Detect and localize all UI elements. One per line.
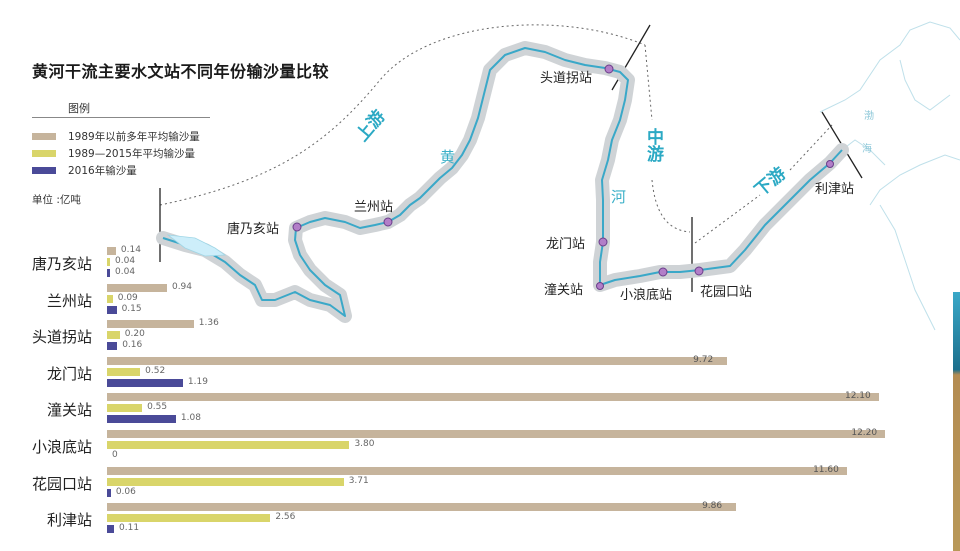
bar-value-label: 0.16 — [122, 340, 143, 351]
bar-value-label: 0.06 — [115, 486, 136, 497]
legend-title: 图例 — [68, 102, 90, 115]
map-label-toudaoguai: 头道拐站 — [540, 71, 593, 86]
bar-value-label: 0.11 — [119, 523, 140, 534]
bar-series-0 — [107, 283, 167, 292]
chart-title: 黄河干流主要水文站不同年份输沙量比较 — [32, 62, 330, 81]
map-label-tongguan: 潼关站 — [544, 283, 584, 298]
bar-series-0 — [107, 356, 728, 365]
edge-photo-strip — [953, 292, 960, 551]
bar-series-2 — [107, 415, 176, 424]
category-label: 兰州站 — [46, 291, 92, 310]
legend-swatch — [32, 133, 56, 140]
bar-series-1 — [107, 258, 110, 266]
bar-series-1 — [107, 441, 350, 449]
sea-char-hai: 海 — [862, 144, 872, 155]
bar-value-label: 11.60 — [813, 464, 839, 475]
bar-series-1 — [107, 477, 344, 486]
unit-label: 单位 :亿吨 — [32, 194, 81, 206]
bar-value-label: 0.55 — [147, 402, 168, 413]
yellow-river-line — [162, 47, 843, 317]
bar-value-label: 0.14 — [120, 245, 141, 255]
bar-value-label: 0.20 — [124, 329, 145, 340]
bar-series-2 — [107, 342, 118, 351]
region-boundaries — [159, 24, 833, 244]
map-label-longmen: 龙门站 — [546, 237, 586, 252]
bar-series-1 — [107, 294, 113, 303]
bar-series-0 — [107, 466, 848, 475]
source-lakes — [166, 234, 227, 257]
bar-series-1 — [107, 514, 271, 523]
sea-char-bo: 渤 — [864, 111, 874, 122]
bar-value-label: 3.71 — [348, 475, 369, 486]
station-markers — [292, 64, 834, 290]
legend-label: 1989年以前多年平均输沙量 — [68, 131, 200, 143]
legend-item-pre1989: 1989年以前多年平均输沙量 — [32, 129, 200, 144]
category-label: 龙门站 — [46, 364, 92, 383]
bar-series-1 — [107, 367, 141, 376]
region-label-middle: 中游 — [643, 128, 663, 162]
bar-series-2 — [107, 269, 110, 277]
map-label-huayuankou: 花园口站 — [700, 285, 753, 300]
bar-series-0 — [107, 247, 116, 255]
river-char-he: 河 — [611, 188, 627, 206]
legend-divider — [32, 117, 210, 118]
bar-value-label: 9.86 — [702, 501, 723, 512]
river-char-huang: 黄 — [440, 148, 456, 166]
bar-value-label: 0.04 — [115, 267, 136, 277]
bar-value-label: 0 — [112, 450, 118, 460]
bar-series-1 — [107, 404, 143, 413]
bar-series-2 — [107, 488, 111, 497]
bar-value-label: 0.52 — [145, 365, 166, 376]
bar-value-label: 2.56 — [275, 512, 296, 523]
category-label: 花园口站 — [31, 474, 92, 493]
bar-series-2 — [107, 305, 117, 314]
bar-series-2 — [107, 525, 115, 534]
category-label: 利津站 — [46, 511, 92, 530]
bar-value-label: 0.94 — [171, 281, 193, 292]
legend-item-1989-2015: 1989—2015年平均输沙量 — [32, 146, 195, 161]
bar-value-label: 0.04 — [115, 256, 136, 266]
bar-value-label: 0.09 — [117, 292, 138, 303]
category-label: 潼关站 — [46, 401, 92, 420]
bar-value-label: 3.80 — [354, 439, 375, 449]
bar-value-label: 12.20 — [851, 428, 878, 438]
map-label-tangnaihai: 唐乃亥站 — [227, 222, 280, 237]
map-label-lanzhou: 兰州站 — [354, 200, 394, 215]
legend-swatch — [32, 150, 56, 157]
category-label: 唐乃亥站 — [31, 255, 92, 273]
river-halo — [156, 41, 849, 323]
bohai-coastline — [819, 21, 960, 331]
bar-series-0 — [107, 320, 194, 329]
bar-series-1 — [107, 331, 120, 340]
bar-value-label: 12.10 — [844, 391, 871, 402]
legend-item-2016: 2016年输沙量 — [32, 163, 137, 178]
bar-value-label: 1.19 — [187, 376, 208, 387]
bar-value-label: 0.15 — [121, 303, 142, 314]
bar-series-0 — [107, 430, 886, 438]
bar-value-label: 1.36 — [198, 318, 219, 329]
legend-label: 2016年输沙量 — [68, 165, 137, 177]
bar-series-2 — [107, 378, 183, 387]
legend-swatch — [32, 167, 56, 174]
category-label: 头道拐站 — [31, 328, 92, 347]
bar-series-0 — [107, 503, 737, 512]
map-label-lijin: 利津站 — [815, 182, 855, 197]
bar-value-label: 1.08 — [180, 413, 201, 424]
bar-value-label: 9.72 — [693, 354, 714, 365]
bar-series-0 — [107, 393, 879, 402]
category-label: 小浪底站 — [31, 438, 92, 456]
map-label-xiaolangdi: 小浪底站 — [620, 288, 673, 303]
legend-label: 1989—2015年平均输沙量 — [68, 148, 195, 160]
